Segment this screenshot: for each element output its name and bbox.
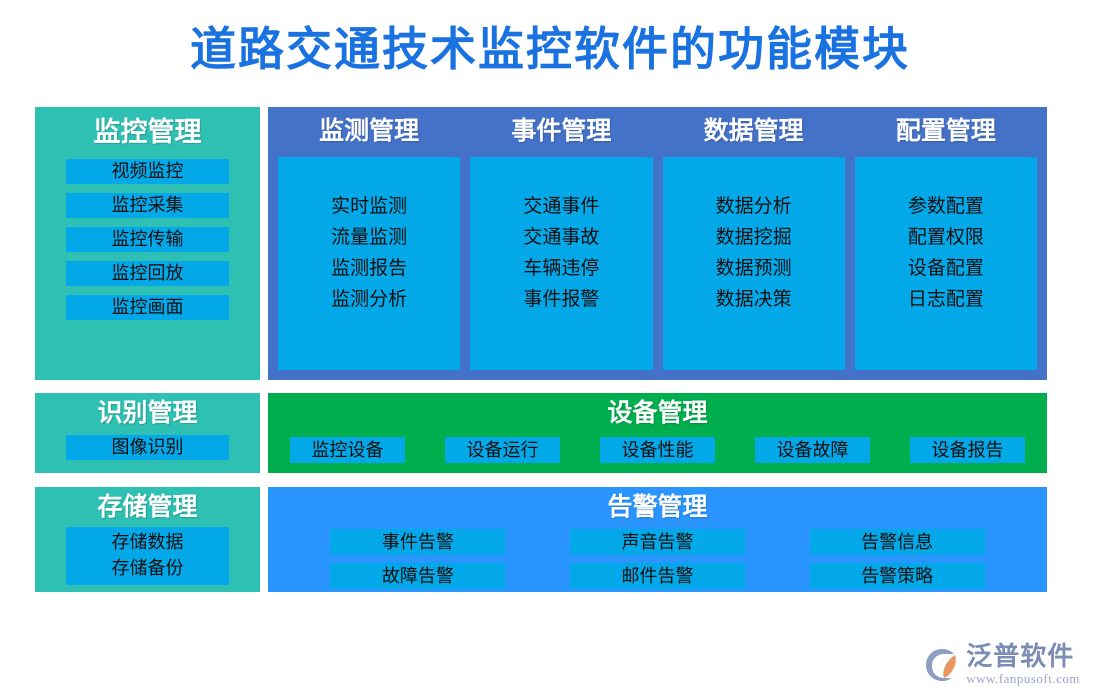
- chip-monitor-playback[interactable]: 监控回放: [66, 261, 229, 286]
- column-body-data-management: 数据分析 数据挖掘 数据预测 数据决策: [662, 157, 845, 370]
- item-parameter-config[interactable]: 参数配置: [907, 196, 984, 217]
- panel-storage-management: 存储管理 存储数据 存储备份: [35, 487, 260, 592]
- item-illegal-parking[interactable]: 车辆违停: [523, 258, 600, 279]
- item-event-alarm[interactable]: 事件报警: [523, 289, 600, 310]
- panel-monitor-management: 监控管理 视频监控 监控采集 监控传输 监控回放 监控画面: [35, 107, 260, 380]
- item-flow-detection[interactable]: 流量监测: [331, 227, 408, 248]
- item-detection-analysis[interactable]: 监测分析: [331, 289, 408, 310]
- brand-logo: 泛普软件 www.fanpusoft.com: [924, 643, 1080, 686]
- item-realtime-detection[interactable]: 实时监测: [331, 196, 408, 217]
- panel-title-storage-management: 存储管理: [97, 494, 198, 521]
- panel-recognition-management: 识别管理 图像识别: [35, 393, 260, 473]
- item-data-mining[interactable]: 数据挖掘: [715, 227, 792, 248]
- brand-url: www.fanpusoft.com: [966, 671, 1080, 686]
- panel-title-alarm-management: 告警管理: [607, 494, 708, 521]
- storage-management-item-stack: 存储数据 存储备份: [66, 527, 229, 585]
- column-body-event-management: 交通事件 交通事故 车辆违停 事件报警: [470, 157, 653, 370]
- column-data-management: 数据管理 数据分析 数据挖掘 数据预测 数据决策: [662, 115, 845, 370]
- panel-title-event-management: 事件管理: [511, 118, 612, 145]
- chip-monitor-device[interactable]: 监控设备: [290, 437, 405, 463]
- chip-storage-data[interactable]: 存储数据: [111, 532, 184, 552]
- panel-title-device-management: 设备管理: [607, 400, 708, 427]
- panel-device-management: 设备管理 监控设备 设备运行 设备性能 设备故障 设备报告: [268, 393, 1047, 473]
- item-traffic-event[interactable]: 交通事件: [523, 196, 600, 217]
- chip-device-report[interactable]: 设备报告: [910, 437, 1025, 463]
- item-data-prediction[interactable]: 数据预测: [715, 258, 792, 279]
- panel-title-recognition-management: 识别管理: [97, 400, 198, 427]
- column-configuration-management: 配置管理 参数配置 配置权限 设备配置 日志配置: [854, 115, 1037, 370]
- column-detection-management: 监测管理 实时监测 流量监测 监测报告 监测分析: [278, 115, 461, 370]
- panel-title-monitor-management: 监控管理: [93, 117, 202, 147]
- chip-sound-alarm[interactable]: 声音告警: [569, 529, 745, 555]
- column-body-configuration-management: 参数配置 配置权限 设备配置 日志配置: [854, 157, 1037, 370]
- item-log-config[interactable]: 日志配置: [907, 289, 984, 310]
- chip-video-monitor[interactable]: 视频监控: [66, 159, 229, 184]
- chip-device-performance[interactable]: 设备性能: [600, 437, 715, 463]
- item-config-permission[interactable]: 配置权限: [907, 227, 984, 248]
- brand-text-wrap: 泛普软件 www.fanpusoft.com: [966, 642, 1080, 687]
- chip-device-operation[interactable]: 设备运行: [445, 437, 560, 463]
- chip-event-alarm[interactable]: 事件告警: [330, 529, 506, 555]
- chip-monitor-collection[interactable]: 监控采集: [66, 193, 229, 218]
- chip-monitor-screen[interactable]: 监控画面: [66, 295, 229, 320]
- chip-storage-backup[interactable]: 存储备份: [111, 558, 184, 578]
- panel-main-modules: 监测管理 实时监测 流量监测 监测报告 监测分析 事件管理 交通事件 交通事故 …: [268, 107, 1047, 380]
- chip-monitor-transmission[interactable]: 监控传输: [66, 227, 229, 252]
- panel-title-configuration-management: 配置管理: [895, 118, 996, 145]
- column-event-management: 事件管理 交通事件 交通事故 车辆违停 事件报警: [470, 115, 653, 370]
- panel-alarm-management: 告警管理 事件告警 声音告警 告警信息 故障告警 邮件告警 告警策略: [268, 487, 1047, 592]
- page-title: 道路交通技术监控软件的功能模块: [190, 24, 910, 75]
- item-data-analysis[interactable]: 数据分析: [715, 196, 792, 217]
- item-detection-report[interactable]: 监测报告: [331, 258, 408, 279]
- panel-title-detection-management: 监测管理: [319, 118, 420, 145]
- chip-image-recognition[interactable]: 图像识别: [66, 435, 229, 460]
- chip-fault-alarm[interactable]: 故障告警: [330, 563, 506, 589]
- device-management-item-row: 监控设备 设备运行 设备性能 设备故障 设备报告: [268, 437, 1047, 463]
- chip-alarm-information[interactable]: 告警信息: [809, 529, 985, 555]
- chip-device-fault[interactable]: 设备故障: [755, 437, 870, 463]
- item-data-decision[interactable]: 数据决策: [715, 289, 792, 310]
- chip-alarm-strategy[interactable]: 告警策略: [809, 563, 985, 589]
- column-body-detection-management: 实时监测 流量监测 监测报告 监测分析: [278, 157, 461, 370]
- chip-email-alarm[interactable]: 邮件告警: [569, 563, 745, 589]
- alarm-management-item-grid: 事件告警 声音告警 告警信息 故障告警 邮件告警 告警策略: [268, 529, 1047, 589]
- panel-title-data-management: 数据管理: [703, 118, 804, 145]
- item-device-config[interactable]: 设备配置: [907, 258, 984, 279]
- brand-name: 泛普软件: [966, 642, 1075, 671]
- fanpu-logo-icon: [924, 647, 960, 683]
- item-traffic-accident[interactable]: 交通事故: [523, 227, 600, 248]
